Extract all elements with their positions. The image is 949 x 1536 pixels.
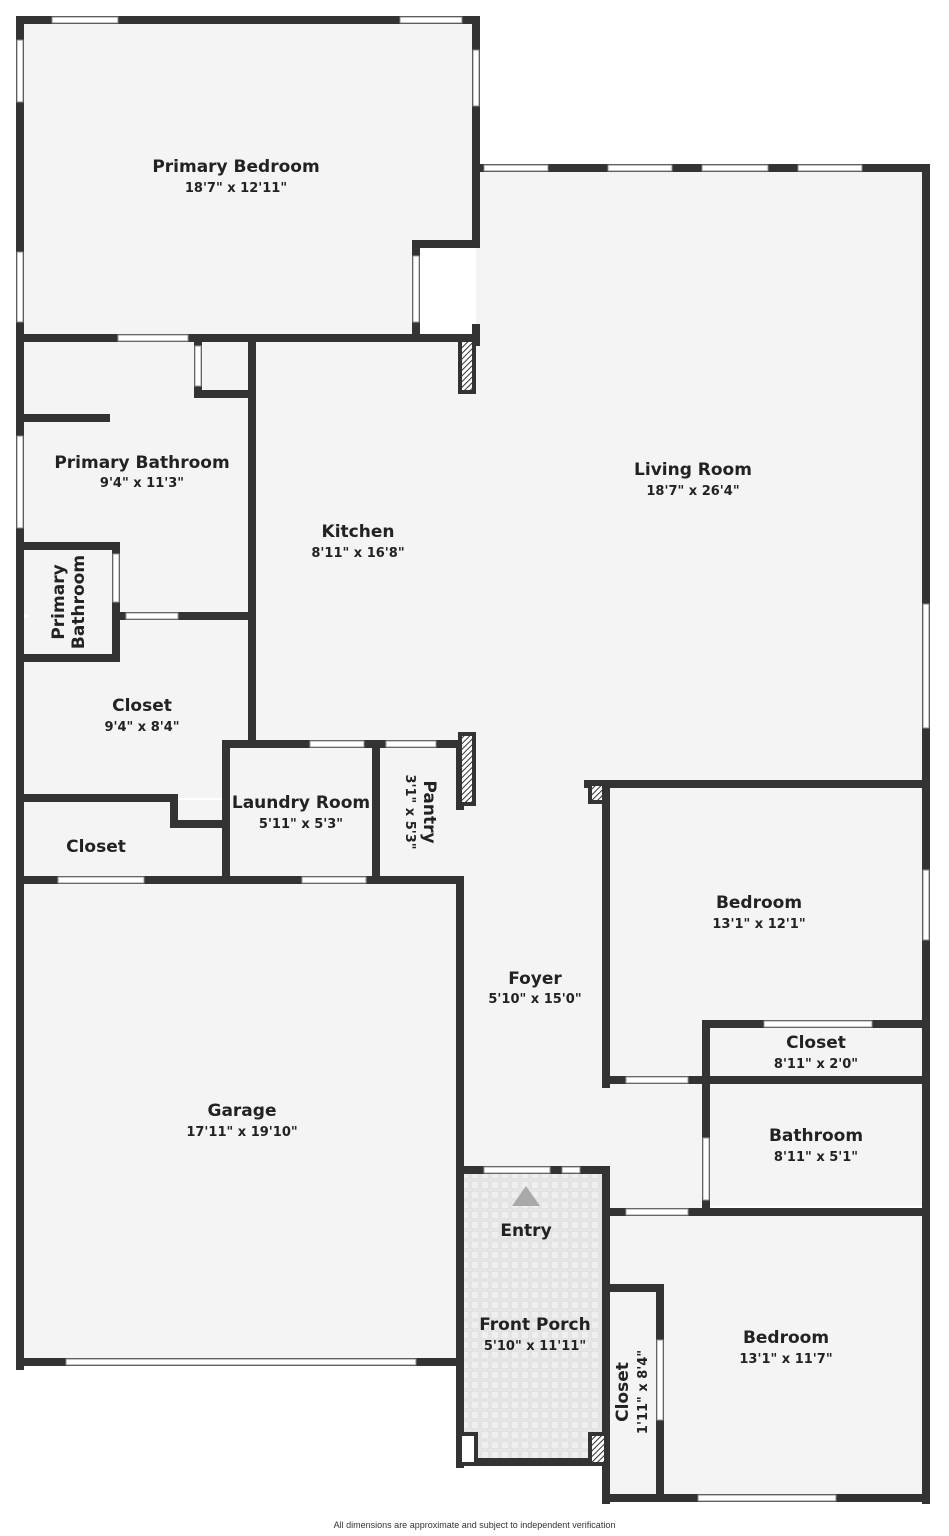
window-pb-left-1 <box>16 39 24 103</box>
dim-closet-bedroom: 8'11" x 2'0" <box>774 1057 858 1072</box>
floor-living-kitchen-foyer <box>254 168 922 1210</box>
column-bedroom <box>588 782 606 804</box>
window-living-top-2 <box>701 164 769 172</box>
label-primary-bathroom: Primary Bathroom <box>54 453 229 473</box>
window-bath-left <box>16 435 24 529</box>
window-east-1 <box>922 603 930 729</box>
floor-hall-closet <box>24 800 224 878</box>
label-primary-bathroom-small-1: Primary <box>49 564 69 639</box>
label-primary-bathroom-small-2: Bathroom <box>69 555 89 649</box>
columns <box>458 338 608 1466</box>
label-kitchen: Kitchen <box>322 522 395 542</box>
windows <box>16 16 930 1502</box>
label-foyer: Foyer <box>508 969 562 989</box>
floor-bedroom-closet <box>708 1026 922 1078</box>
opening-small-bath <box>112 553 120 603</box>
floor-primary-closet <box>24 618 250 798</box>
dim-garage: 17'11" x 19'10" <box>186 1125 297 1140</box>
dim-primary-bedroom: 18'7" x 12'11" <box>185 181 287 196</box>
label-living-room: Living Room <box>634 460 752 480</box>
window-pb-right <box>472 49 480 107</box>
dim-living-room: 18'7" x 26'4" <box>646 484 739 499</box>
floor-bathroom <box>708 1082 922 1206</box>
opening-laundry <box>309 740 365 748</box>
dim-bedroom-2: 13'1" x 11'7" <box>739 1352 832 1367</box>
opening-garage-laundry <box>301 876 367 884</box>
column-pantry <box>458 732 476 806</box>
window-pb-top-2 <box>399 16 463 24</box>
dim-bathroom: 8'11" x 5'1" <box>774 1150 858 1165</box>
floor-pantry <box>380 746 458 878</box>
dim-closet-primary: 9'4" x 8'4" <box>104 720 179 735</box>
opening-bedroom1 <box>625 1076 689 1084</box>
dim-pantry: 3'1" x 5'3" <box>402 774 417 849</box>
window-east-2 <box>922 869 930 941</box>
label-closet-small: Closet <box>613 1362 633 1422</box>
opening-closet-top <box>125 612 179 620</box>
opening-bedroom-closet <box>763 1020 873 1028</box>
dim-closet-small: 1'11" x 8'4" <box>636 1350 651 1434</box>
opening-bedroom2 <box>625 1208 689 1216</box>
label-front-porch: Front Porch <box>479 1315 590 1335</box>
label-bathroom: Bathroom <box>769 1126 863 1146</box>
label-closet-bedroom: Closet <box>786 1033 846 1053</box>
floor-areas <box>24 24 922 1496</box>
dim-kitchen: 8'11" x 16'8" <box>311 546 404 561</box>
wall-small-closet <box>602 1284 664 1502</box>
window-pb-top-1 <box>51 16 119 24</box>
wall-hall-closet-top <box>20 794 230 828</box>
label-laundry-room: Laundry Room <box>232 793 370 813</box>
window-garage-bottom <box>65 1358 417 1366</box>
floor-small-closet <box>610 1290 658 1496</box>
disclaimer-text: All dimensions are approximate and subje… <box>333 1520 616 1530</box>
room-labels: Primary Bedroom 18'7" x 12'11" Living Ro… <box>49 157 863 1434</box>
column-living-1 <box>458 338 476 394</box>
door-openings <box>57 255 873 1421</box>
entry-arrow-icon <box>512 1186 540 1206</box>
opening-entry <box>483 1166 551 1174</box>
dim-front-porch: 5'10" x 11'11" <box>484 1339 586 1354</box>
label-closet-hall: Closet <box>66 837 126 857</box>
label-closet-primary: Closet <box>112 696 172 716</box>
label-garage: Garage <box>208 1101 277 1121</box>
opening-bath-nook <box>194 345 202 387</box>
window-porch <box>561 1166 581 1174</box>
floor-garage <box>24 882 458 1362</box>
dim-primary-bathroom: 9'4" x 11'3" <box>100 476 184 491</box>
opening-pb-living <box>412 255 420 323</box>
label-bedroom-1: Bedroom <box>716 893 802 913</box>
column-porch-left <box>458 1432 478 1466</box>
floor-laundry <box>228 746 372 878</box>
label-bedroom-2: Bedroom <box>743 1328 829 1348</box>
label-primary-bedroom: Primary Bedroom <box>152 157 319 177</box>
window-living-top-3 <box>797 164 863 172</box>
floor-front-porch <box>462 1172 604 1462</box>
window-pb-left-2 <box>16 251 24 323</box>
opening-pantry <box>385 740 437 748</box>
wall-laundry <box>222 740 380 884</box>
floor-primary-bedroom <box>24 24 472 336</box>
dim-laundry-room: 5'11" x 5'3" <box>259 817 343 832</box>
label-entry: Entry <box>500 1221 551 1241</box>
opening-pb-bath <box>117 334 189 342</box>
column-porch-right <box>588 1432 608 1466</box>
window-bedroom2-bottom <box>697 1494 837 1502</box>
window-living-top-0 <box>483 164 549 172</box>
label-pantry: Pantry <box>419 780 439 843</box>
dim-foyer: 5'10" x 15'0" <box>488 992 581 1007</box>
opening-hall-closet <box>57 876 145 884</box>
dim-bedroom-1: 13'1" x 12'1" <box>712 917 805 932</box>
window-living-top-1 <box>607 164 673 172</box>
opening-small-closet <box>656 1339 664 1421</box>
opening-bathroom <box>702 1137 710 1201</box>
